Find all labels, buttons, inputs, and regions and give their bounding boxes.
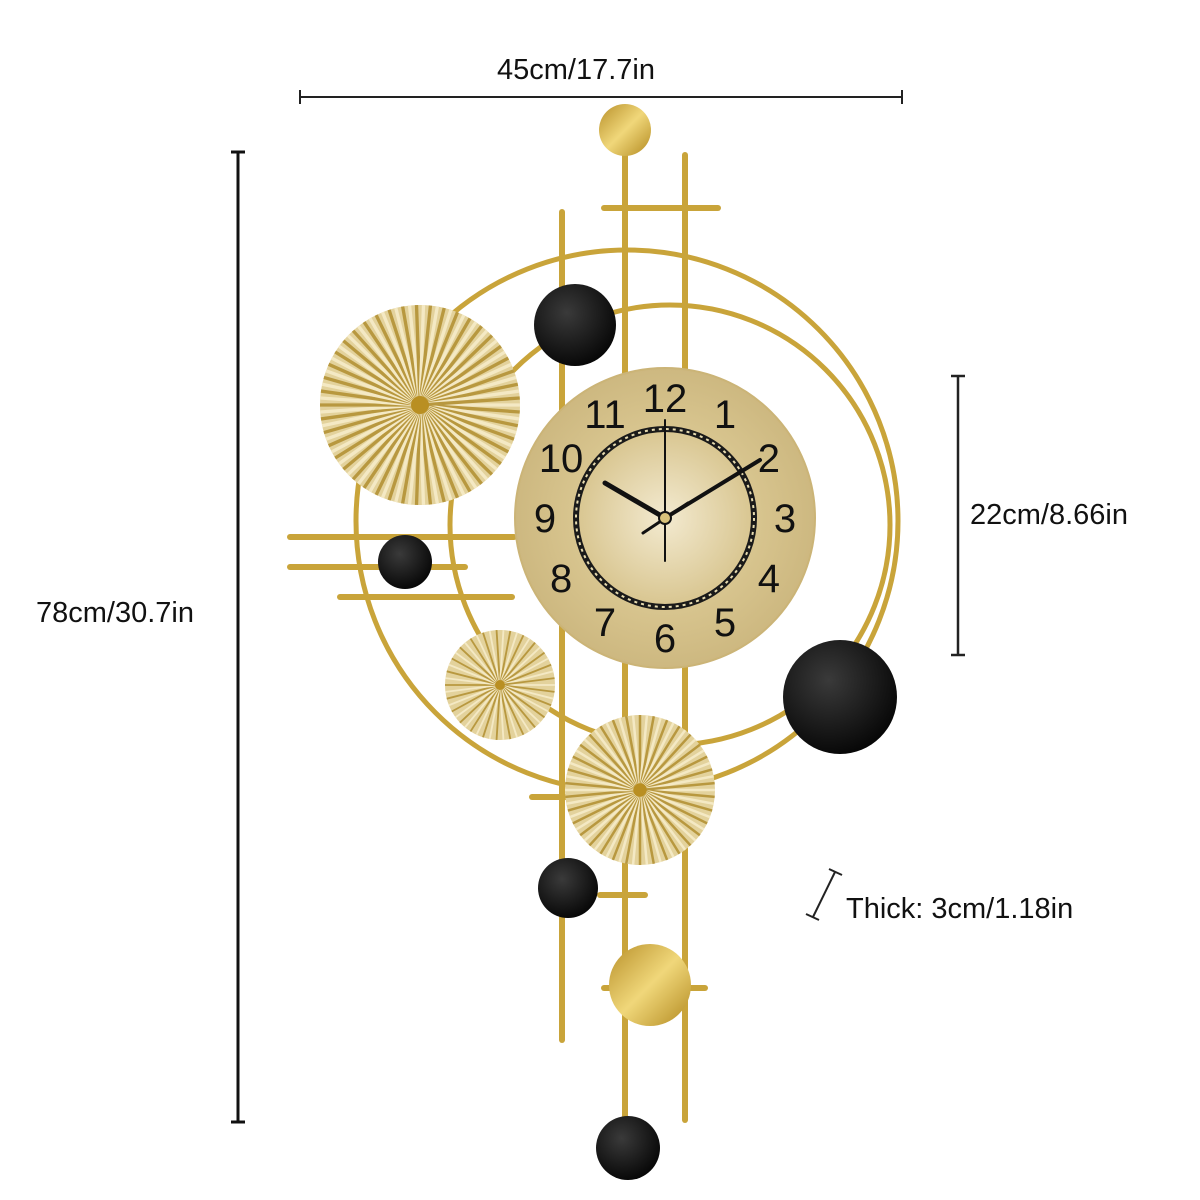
clock-hands — [602, 419, 762, 562]
black-disc — [378, 535, 432, 589]
clock-numeral: 8 — [550, 557, 572, 601]
clock-numeral: 3 — [774, 497, 796, 541]
clock-numeral: 2 — [758, 437, 780, 481]
dial-dimension-line — [951, 374, 965, 657]
clock-numeral: 9 — [534, 497, 556, 541]
clock-numeral: 10 — [539, 437, 584, 481]
clock-numeral: 1 — [714, 393, 736, 437]
clock-numeral: 7 — [594, 601, 616, 645]
hour-hand — [602, 480, 668, 521]
black-disc — [534, 284, 616, 366]
fan-disc — [565, 715, 715, 865]
fan-disc — [320, 305, 520, 505]
thickness-dimension-line — [805, 868, 843, 921]
clock-numeral: 4 — [758, 557, 780, 601]
clock-numeral: 5 — [714, 601, 736, 645]
dial-diameter-label: 22cm/8.66in — [970, 499, 1128, 531]
clock-numeral: 6 — [654, 617, 676, 661]
fan-disc — [445, 630, 555, 740]
black-disc — [538, 858, 598, 918]
thickness-label: Thick: 3cm/1.18in — [846, 893, 1074, 925]
gold-disc-top — [599, 104, 651, 156]
clock-numeral: 11 — [584, 393, 626, 437]
decorative-fans — [320, 305, 715, 865]
gold-disc-bottom — [609, 944, 691, 1026]
black-disc — [783, 640, 897, 754]
width-dimension-line — [299, 90, 903, 104]
black-disc — [596, 1116, 660, 1180]
width-label: 45cm/17.7in — [497, 54, 655, 86]
height-dimension-line — [231, 150, 245, 1124]
height-label: 78cm/30.7in — [36, 597, 194, 629]
clock-numeral: 12 — [643, 377, 688, 421]
